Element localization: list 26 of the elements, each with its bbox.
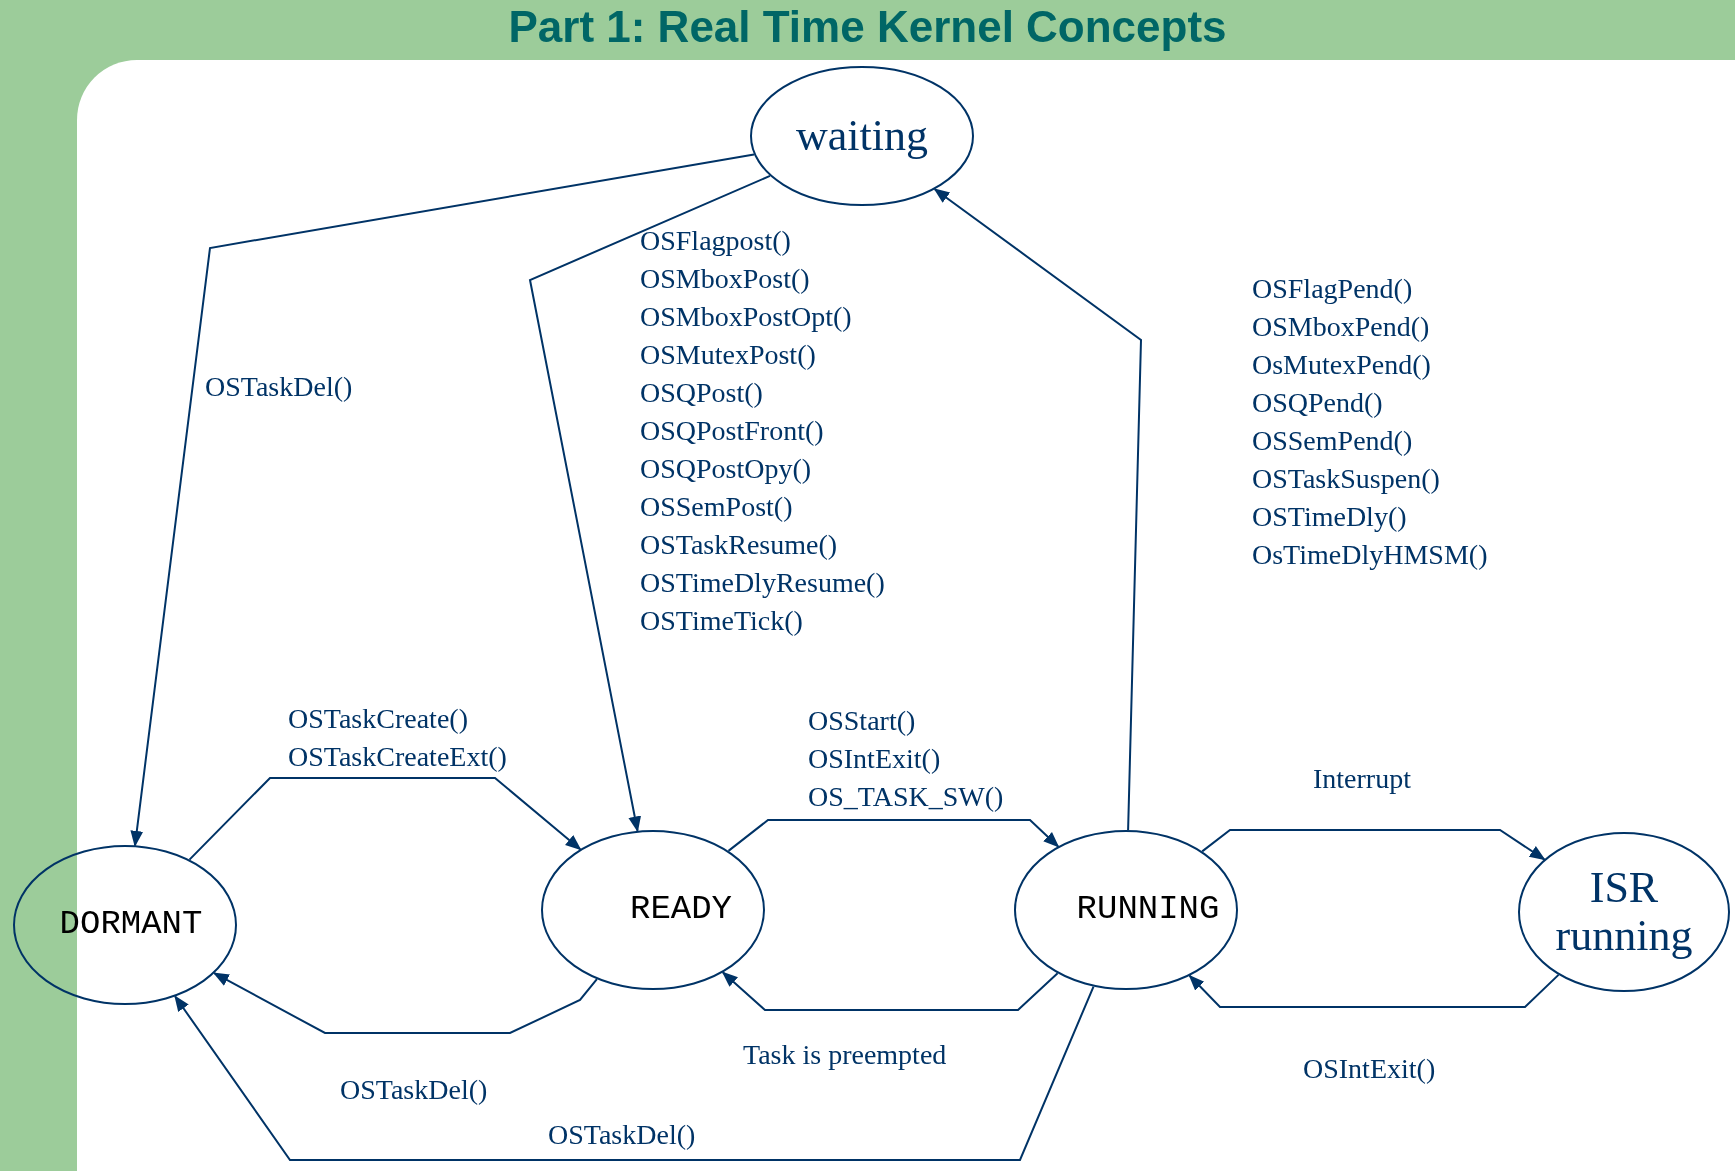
arrow [528, 174, 771, 833]
arrow [721, 971, 1059, 1011]
state-name: DORMANT [59, 906, 203, 944]
arrow [933, 188, 1142, 831]
state-name: READY [630, 891, 732, 929]
arrow [188, 777, 582, 861]
state-name: ISR running [1554, 863, 1694, 961]
edge-label: Task is preempted [743, 1038, 947, 1072]
arrow [174, 985, 1095, 1161]
edge-label: Interrupt [1313, 762, 1411, 796]
edge-label: OSTaskCreate() OSTaskCreateExt() [288, 702, 507, 774]
arrow [130, 153, 755, 847]
arrow [1188, 973, 1560, 1008]
edge-label: OSTaskDel() [205, 370, 353, 404]
state-name: waiting [796, 111, 928, 161]
edge-label: OSIntExit() [1303, 1052, 1436, 1086]
edge-label: OSFlagPend() OSMboxPend() OsMutexPend() OSQPend() OSSemPend() OSTaskSuspen() OSTimeDly() OsTimeDlyHMSM() [1252, 272, 1488, 572]
arrow [727, 819, 1060, 852]
edge-label: OSStart() OSIntExit() OS_TASK_SW() [808, 704, 1004, 814]
edge-label: OSTaskDel() [548, 1118, 696, 1152]
arrow [1201, 829, 1546, 861]
arrow [212, 972, 598, 1034]
slide-title: Part 1: Real Time Kernel Concepts [507, 2, 1228, 52]
edge-label: OSFlagpost() OSMboxPost() OSMboxPostOpt() OSMutexPost() OSQPost() OSQPostFront() OSQPostOpy() OSSemPost() OSTaskResume() OSTimeDlyResume() OSTimeTick() [640, 224, 885, 638]
edge-label: OSTaskDel() [340, 1073, 488, 1107]
state-name: RUNNING [1076, 891, 1220, 929]
